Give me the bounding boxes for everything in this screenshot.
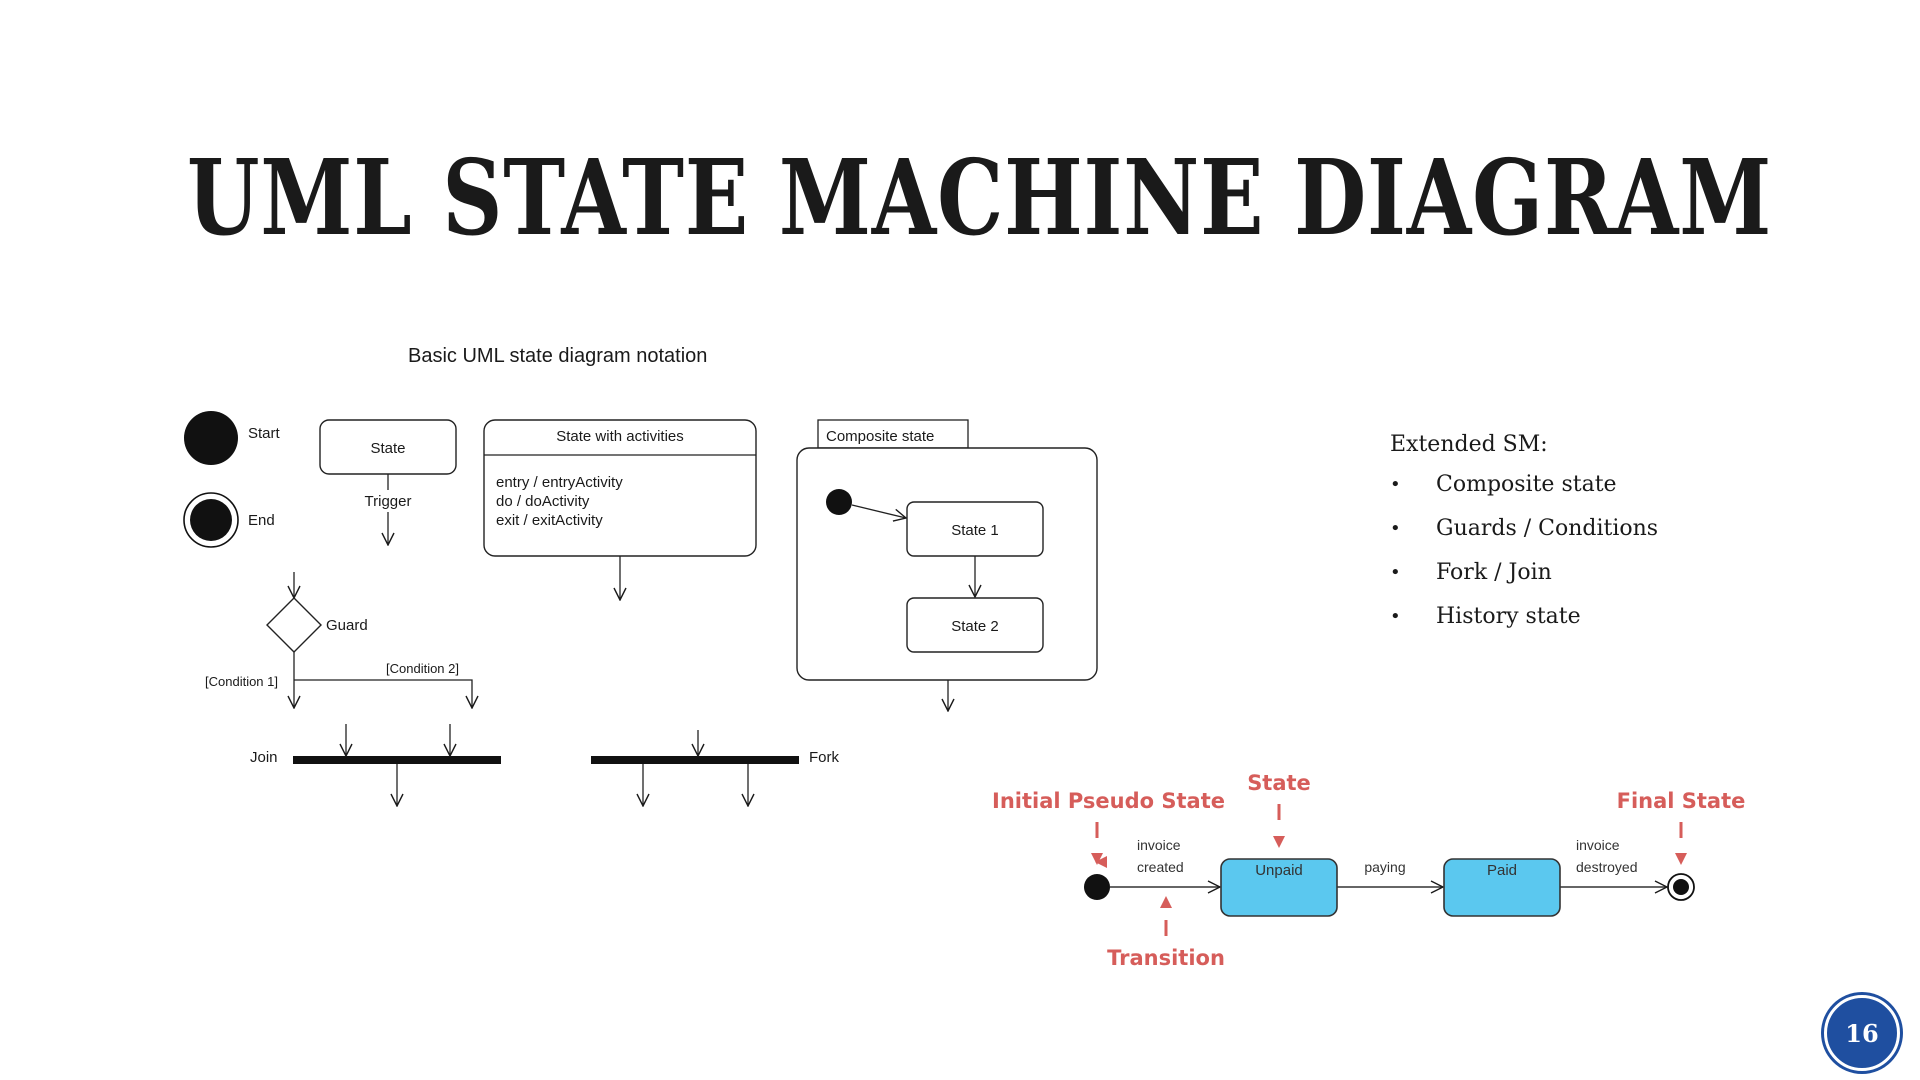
trigger-label: Trigger (365, 493, 412, 510)
composite-initial-arrow (851, 504, 906, 518)
state-paid-label: Paid (1487, 862, 1517, 879)
join-bar (293, 756, 501, 764)
guard-diamond (266, 597, 322, 653)
event-invoice-created-1: invoice (1137, 837, 1181, 853)
end-node-inner (190, 499, 232, 541)
transition-annotation: Transition (1107, 946, 1225, 970)
fork-bar (591, 756, 799, 764)
composite-state2 (906, 597, 1044, 653)
notation-caption: Basic UML state diagram notation (408, 345, 707, 367)
event-invoice-created-2: created (1137, 859, 1184, 875)
event-invoice-destroyed-2: destroyed (1576, 859, 1637, 875)
composite-state2-label: State 2 (951, 618, 999, 635)
state-annotation: State (1247, 771, 1311, 795)
initial-annotation-arrowhead (1091, 853, 1103, 865)
activities-title: State with activities (556, 428, 684, 445)
composite-tab (817, 419, 969, 449)
final-state-annotation: Final State (1617, 789, 1746, 813)
page-number-badge: 16 (1824, 995, 1900, 1071)
example-final-node-inner (1673, 879, 1689, 895)
state-box-label: State (370, 440, 405, 457)
activity-do: do / doActivity (496, 493, 590, 510)
activity-exit: exit / exitActivity (496, 512, 603, 529)
initial-pseudo-state-annotation: Initial Pseudo State (992, 789, 1225, 813)
composite-tab-label: Composite state (826, 428, 934, 445)
start-node (184, 411, 238, 465)
final-annotation-arrowhead (1675, 853, 1687, 865)
transition-annotation-arrowhead (1160, 896, 1172, 908)
list-item: Composite state (1390, 471, 1658, 515)
join-label: Join (250, 749, 278, 766)
slide-title: UML STATE MACHINE DIAGRAM (187, 136, 1773, 259)
event-paying: paying (1364, 859, 1405, 875)
extended-sm-list: Extended SM: Composite state Guards / Co… (1390, 432, 1658, 647)
list-item: Fork / Join (1390, 559, 1658, 603)
list-item: History state (1390, 603, 1658, 647)
list-item: Guards / Conditions (1390, 515, 1658, 559)
guard-label: Guard (326, 617, 368, 634)
end-label: End (248, 512, 275, 529)
composite-state1-label: State 1 (951, 522, 999, 539)
condition2-arrow (294, 679, 472, 708)
start-label: Start (248, 425, 281, 442)
state-unpaid-label: Unpaid (1255, 862, 1303, 879)
state-annotation-arrowhead (1273, 836, 1285, 848)
extended-sm-heading: Extended SM: (1390, 432, 1548, 457)
condition2-label: [Condition 2] (386, 661, 459, 676)
activity-entry: entry / entryActivity (496, 474, 623, 491)
event-invoice-destroyed-1: invoice (1576, 837, 1620, 853)
composite-initial-node (826, 489, 852, 515)
example-initial-node (1084, 874, 1110, 900)
condition1-label: [Condition 1] (205, 674, 278, 689)
fork-label: Fork (809, 749, 840, 766)
